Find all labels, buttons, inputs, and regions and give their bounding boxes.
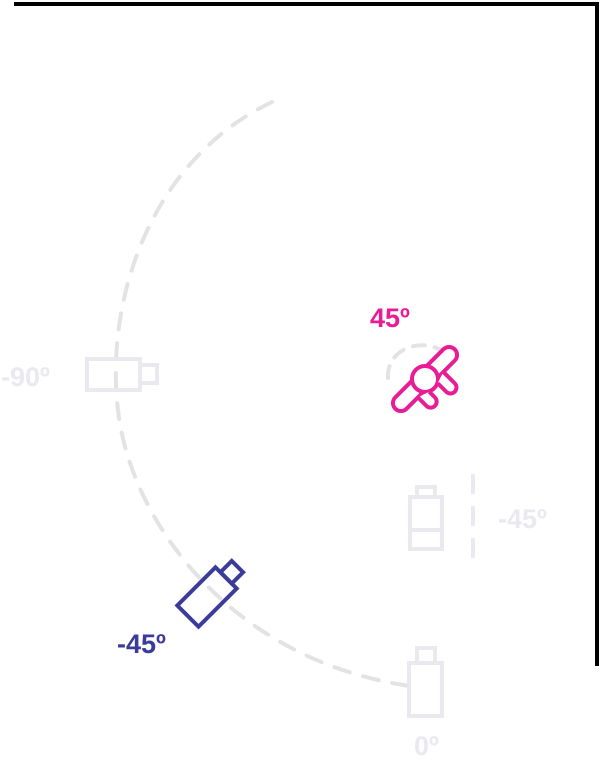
room-wall: [14, 2, 599, 666]
camera-icon: [85, 357, 159, 392]
camera-icon: [174, 558, 246, 630]
light-rotation-arc: [385, 343, 447, 380]
camera-angle-label-bottom: 0º: [414, 731, 439, 761]
light-icon: [390, 344, 460, 414]
camera-angle-label-active: -45º: [117, 629, 166, 659]
camera-icon: [407, 646, 444, 718]
light-angle-label-inactive: -45º: [498, 504, 547, 534]
camera-orbit-path: [113, 100, 412, 688]
light-angle-label-active: 45º: [370, 303, 410, 333]
camera-angle-label-left: -90º: [1, 362, 50, 392]
light-icon: [408, 485, 444, 551]
